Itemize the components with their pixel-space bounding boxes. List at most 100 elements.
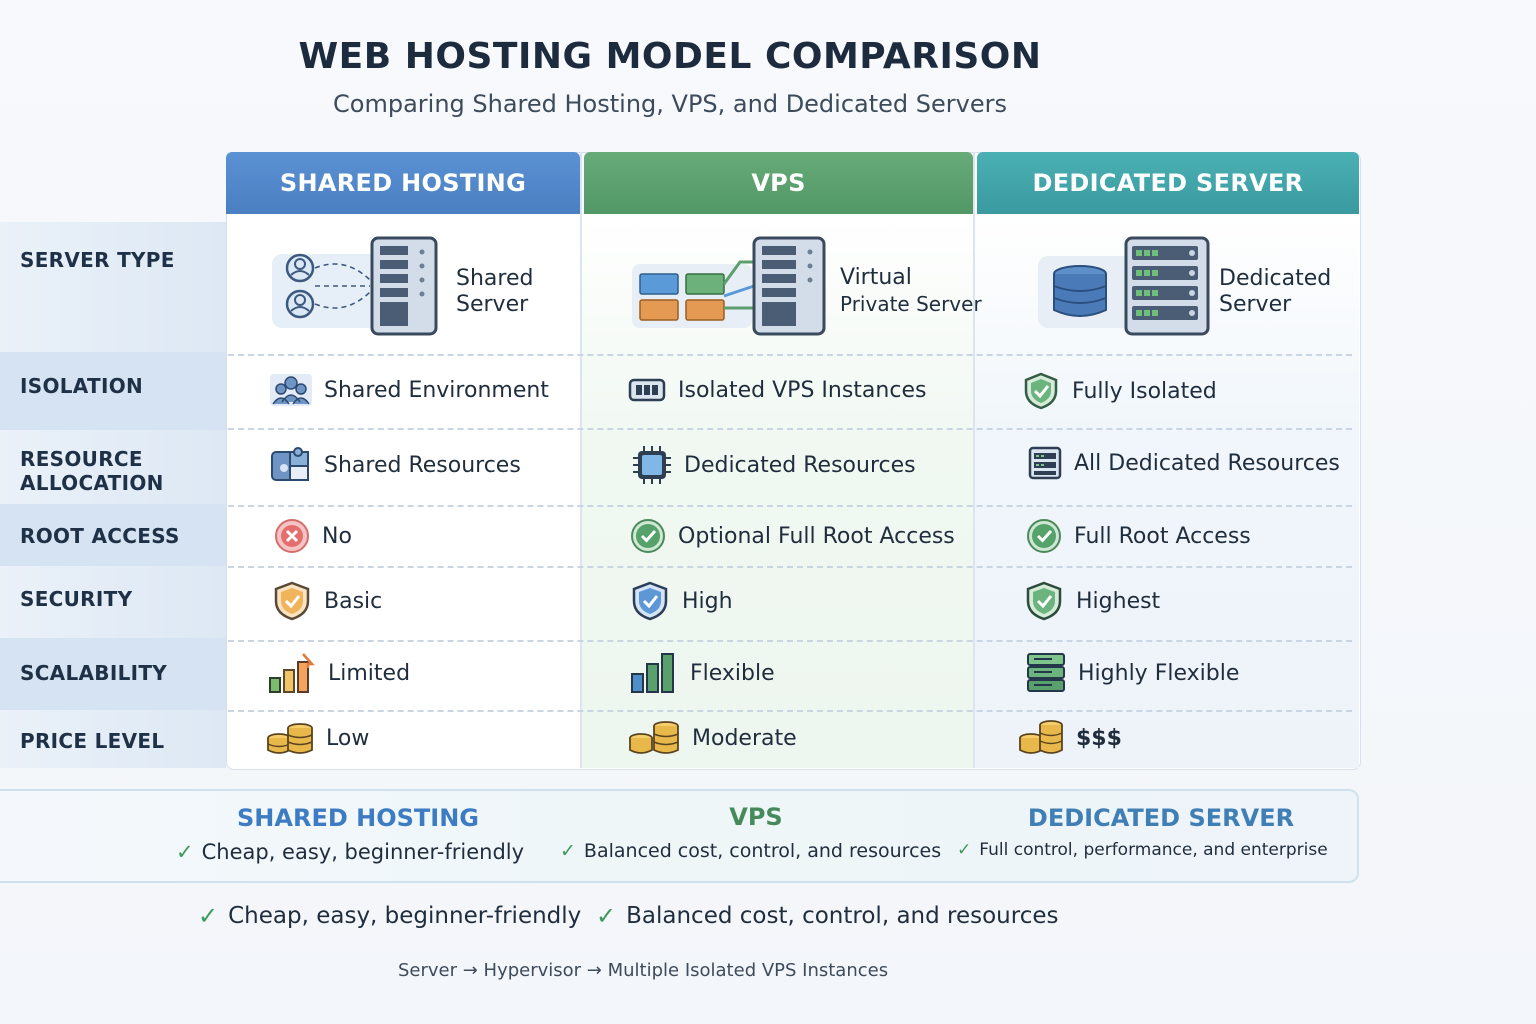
check-icon: ✓: [560, 840, 576, 862]
row-separator: [228, 566, 1352, 568]
vps-server-icon: [630, 236, 830, 340]
isolation-dedicated-text: Fully Isolated: [1072, 378, 1217, 404]
server-rack-icon: [1028, 446, 1062, 480]
price-vps-text: Moderate: [692, 725, 797, 751]
price-shared-text: Low: [326, 725, 370, 751]
row-separator: [228, 428, 1352, 430]
summary-dedicated-text: ✓ Full control, performance, and enterpr…: [957, 840, 1328, 860]
shared-server-label: Shared Server: [456, 266, 533, 318]
dedicated-server-line1: Dedicated: [1219, 266, 1332, 291]
x-circle-icon: [275, 519, 309, 553]
page-subtitle: Comparing Shared Hosting, VPS, and Dedic…: [333, 90, 1007, 118]
check-icon: ✓: [176, 840, 194, 864]
summary-vps-title: VPS: [729, 803, 783, 831]
summary-vps-text: ✓ Balanced cost, control, and resources: [560, 840, 941, 862]
flow-caption: Server → Hypervisor → Multiple Isolated …: [398, 960, 889, 981]
resources-dedicated-text: All Dedicated Resources: [1074, 450, 1340, 476]
column-separator: [580, 152, 582, 768]
isolation-shared-cell: Shared Environment: [270, 372, 549, 408]
row-label-server-type: SERVER TYPE: [20, 248, 175, 272]
price-shared-cell: Low: [266, 720, 369, 756]
dedicated-server-icon: [1036, 236, 1216, 340]
resources-vps-cell: Dedicated Resources: [632, 446, 916, 484]
root-dedicated-cell: Full Root Access: [1026, 518, 1251, 554]
summary-shared-title: SHARED HOSTING: [237, 804, 479, 832]
scalability-dedicated-cell: Highly Flexible: [1026, 652, 1239, 694]
row-label-scalability: SCALABILITY: [20, 661, 168, 685]
shield-highest-icon: [1026, 581, 1062, 621]
row-label-band-alt: [0, 504, 226, 566]
root-shared-text: No: [322, 523, 352, 549]
column-separator: [973, 152, 975, 768]
bar-chart-up-icon: [269, 653, 315, 693]
scalability-shared-cell: Limited: [268, 652, 410, 694]
coins-icon: [1019, 720, 1063, 754]
summary-shared-text: ✓ Cheap, easy, beginner-friendly: [176, 840, 524, 864]
scalability-shared-text: Limited: [328, 660, 411, 686]
coins-icon: [629, 721, 679, 754]
shared-server-line2: Server: [456, 292, 529, 317]
isolation-shared-text: Shared Environment: [324, 377, 549, 403]
shared-server-line1: Shared: [456, 266, 534, 291]
resources-dedicated-cell: All Dedicated Resources: [1028, 446, 1340, 480]
column-header-dedicated: DEDICATED SERVER: [977, 152, 1359, 214]
footer-item-2: ✓ Balanced cost, control, and resources: [596, 902, 1058, 930]
row-label-isolation: ISOLATION: [20, 374, 144, 398]
column-header-vps: VPS: [584, 152, 973, 214]
scalability-vps-cell: Flexible: [630, 652, 775, 694]
row-separator: [228, 354, 1352, 356]
security-dedicated-cell: Highest: [1024, 581, 1160, 621]
check-circle-icon: [631, 519, 665, 553]
resources-shared-cell: Shared Resources: [270, 446, 521, 484]
shared-server-icon: [270, 236, 440, 340]
shield-high-icon: [632, 581, 668, 621]
puzzle-icon: [271, 447, 309, 481]
row-label-price-level: PRICE LEVEL: [20, 729, 165, 753]
summary-shared-desc: Cheap, easy, beginner-friendly: [201, 840, 525, 864]
check-icon: ✓: [957, 840, 972, 860]
price-dedicated-text: $$$: [1076, 725, 1122, 751]
row-label-band-alt: [0, 638, 226, 710]
root-dedicated-text: Full Root Access: [1074, 523, 1251, 549]
shield-basic-icon: [274, 581, 310, 621]
check-icon: ✓: [596, 902, 617, 930]
resources-vps-text: Dedicated Resources: [684, 452, 916, 478]
isolation-vps-text: Isolated VPS Instances: [678, 377, 927, 403]
row-separator: [228, 505, 1352, 507]
summary-vps-desc: Balanced cost, control, and resources: [583, 840, 942, 862]
resources-shared-text: Shared Resources: [324, 452, 521, 478]
row-label-band-alt: [0, 352, 226, 430]
dedicated-server-line2: Server: [1219, 292, 1292, 317]
row-label-root-access: ROOT ACCESS: [20, 524, 180, 548]
footer-item-2-text: Balanced cost, control, and resources: [626, 903, 1059, 929]
coins-icon: [267, 723, 313, 754]
security-vps-cell: High: [630, 581, 733, 621]
dedicated-server-label: Dedicated Server: [1219, 266, 1331, 318]
footer-item-1-text: Cheap, easy, beginner-friendly: [228, 903, 582, 929]
summary-dedicated-desc: Full control, performance, and enterpris…: [979, 840, 1328, 860]
price-vps-cell: Moderate: [628, 720, 797, 756]
page-title: WEB HOSTING MODEL COMPARISON: [298, 36, 1042, 77]
scalability-vps-text: Flexible: [690, 660, 775, 686]
root-shared-cell: No: [274, 518, 352, 554]
server-stack-icon: [1027, 653, 1065, 692]
isolation-vps-cell: Isolated VPS Instances: [628, 372, 926, 408]
row-label-security: SECURITY: [20, 587, 133, 611]
shield-check-icon: [1024, 372, 1058, 410]
column-header-shared: SHARED HOSTING: [226, 152, 580, 214]
footer-item-1: ✓ Cheap, easy, beginner-friendly: [198, 902, 581, 930]
price-dedicated-cell: $$$: [1018, 720, 1122, 756]
check-icon: ✓: [198, 902, 219, 930]
row-label-resource-allocation: RESOURCE ALLOCATION: [20, 447, 164, 495]
security-shared-text: Basic: [324, 588, 383, 614]
security-shared-cell: Basic: [272, 581, 382, 621]
isolation-dedicated-cell: Fully Isolated: [1022, 372, 1217, 410]
root-vps-cell: Optional Full Root Access: [630, 518, 955, 554]
users-group-icon: [270, 374, 312, 406]
vps-server-label: Virtual Private Server: [840, 265, 982, 317]
vps-server-line2: Private Server: [840, 292, 982, 316]
cpu-chip-icon: [633, 446, 671, 484]
row-separator: [228, 640, 1352, 642]
scalability-dedicated-text: Highly Flexible: [1078, 660, 1240, 686]
vps-instances-icon: [628, 378, 666, 402]
